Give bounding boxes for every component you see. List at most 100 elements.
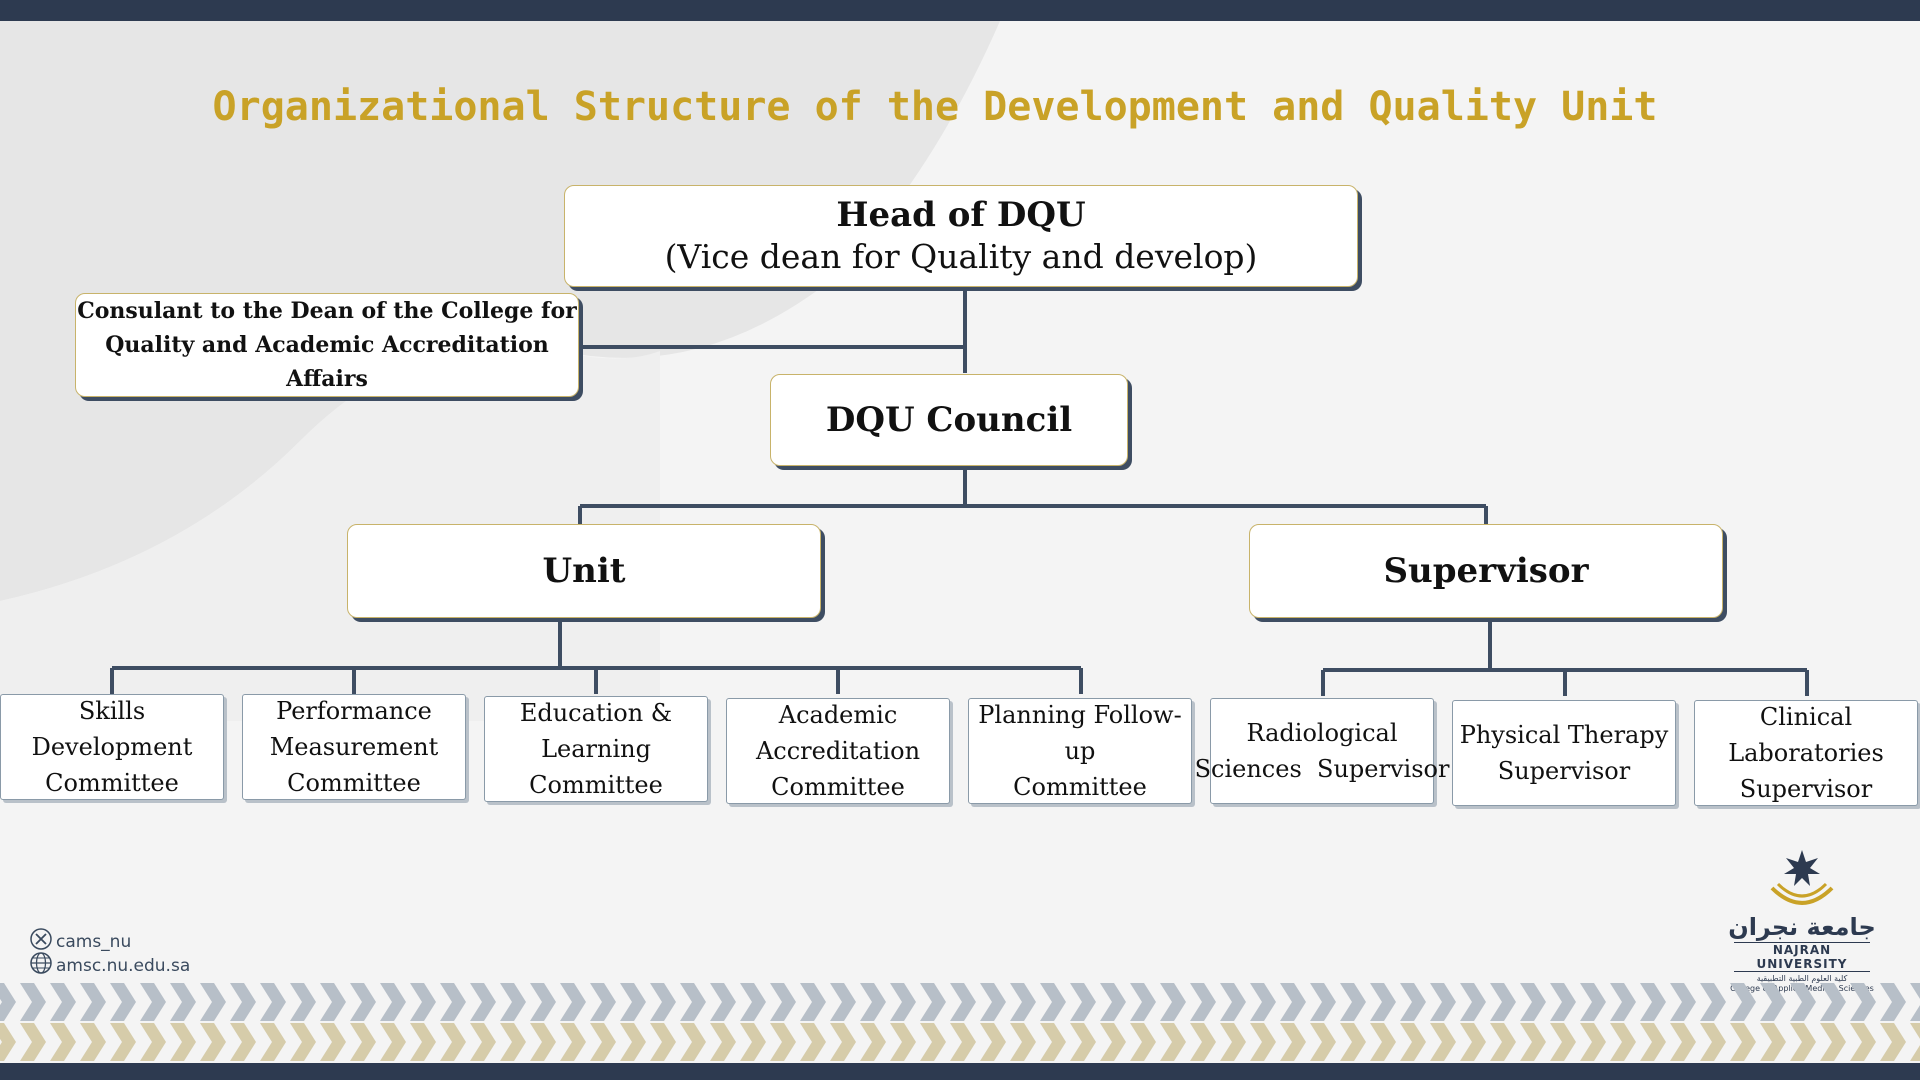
chevron — [410, 1023, 436, 1061]
chevron — [1370, 1023, 1396, 1061]
committee-line: Education & — [519, 699, 673, 727]
chevron — [1910, 1023, 1920, 1061]
chevron — [770, 983, 796, 1021]
chevron — [1850, 983, 1876, 1021]
chevron — [110, 1023, 136, 1061]
chevron — [230, 1023, 256, 1061]
chevron — [620, 983, 646, 1021]
supervisor-line: Laboratories — [1728, 739, 1884, 767]
website-link[interactable]: amsc.nu.edu.sa — [56, 955, 191, 976]
supervisor-line: Physical Therapy — [1459, 721, 1669, 749]
chevron — [290, 1023, 316, 1061]
chevron — [1880, 1023, 1906, 1061]
chevron — [170, 1023, 196, 1061]
chevron — [440, 1023, 466, 1061]
chevron — [1490, 1023, 1516, 1061]
chevron — [500, 1023, 526, 1061]
chevron — [1550, 1023, 1576, 1061]
chevron — [0, 1023, 16, 1061]
supervisor-line: Supervisor — [1497, 757, 1631, 785]
chevron — [1430, 983, 1456, 1021]
chevron — [1010, 1023, 1036, 1061]
committee-line: Committee — [529, 771, 663, 799]
committee-line: Academic — [778, 701, 898, 729]
chevron — [800, 983, 826, 1021]
globe-icon — [30, 952, 52, 979]
chevron — [650, 983, 676, 1021]
chevron — [770, 1023, 796, 1061]
chevron — [1370, 983, 1396, 1021]
chevron — [1640, 983, 1666, 1021]
chevron — [1580, 1023, 1606, 1061]
chevron — [1700, 983, 1726, 1021]
chevron — [260, 1023, 286, 1061]
x-logo-icon — [30, 928, 52, 955]
chevron — [980, 983, 1006, 1021]
chevron — [1250, 1023, 1276, 1061]
committee-line: Performance — [276, 697, 432, 725]
chevron — [1760, 983, 1786, 1021]
chevron — [530, 983, 556, 1021]
chevron — [260, 983, 286, 1021]
chevron — [980, 1023, 1006, 1061]
committee-performance-measurement: Performance Measurement Committee — [242, 694, 466, 800]
chevron — [800, 1023, 826, 1061]
chevron — [1610, 1023, 1636, 1061]
chevron — [1520, 1023, 1546, 1061]
website-row[interactable]: amsc.nu.edu.sa — [30, 952, 190, 979]
chevron — [1340, 1023, 1366, 1061]
chevron — [1340, 983, 1366, 1021]
chevron — [1910, 983, 1920, 1021]
chevron — [1580, 983, 1606, 1021]
chevron — [860, 983, 886, 1021]
chevron — [1310, 1023, 1336, 1061]
chevron — [1100, 1023, 1126, 1061]
bottom-bar — [0, 1063, 1920, 1080]
chevron — [650, 1023, 676, 1061]
chevron — [950, 1023, 976, 1061]
social-handle[interactable]: cams_nu — [56, 931, 132, 952]
chevron — [320, 1023, 346, 1061]
unit-label: Unit — [542, 551, 626, 591]
chevron — [1790, 983, 1816, 1021]
chevron — [1730, 983, 1756, 1021]
chevron — [1400, 983, 1426, 1021]
head-subtitle: (Vice dean for Quality and develop) — [664, 237, 1258, 276]
chevron — [1670, 983, 1696, 1021]
chevron — [920, 1023, 946, 1061]
committee-education-learning: Education & Learning Committee — [484, 696, 708, 802]
chevron — [1130, 983, 1156, 1021]
social-handle-row[interactable]: cams_nu — [30, 928, 131, 955]
chevron — [590, 1023, 616, 1061]
chevron — [50, 1023, 76, 1061]
chevron — [860, 1023, 886, 1061]
chevron — [1100, 983, 1126, 1021]
chevron — [1130, 1023, 1156, 1061]
page-title: Organizational Structure of the Developm… — [212, 84, 1658, 130]
chevron — [710, 1023, 736, 1061]
chevron — [140, 1023, 166, 1061]
chevron — [1640, 1023, 1666, 1061]
chevron — [1220, 983, 1246, 1021]
logo-arabic-college: كلية العلوم الطبية التطبيقية — [1756, 974, 1848, 983]
chevron — [1010, 983, 1036, 1021]
chevron-band — [0, 983, 1920, 1061]
chevron — [110, 983, 136, 1021]
chevron — [1550, 983, 1576, 1021]
chevron — [1070, 1023, 1096, 1061]
chevron — [1280, 983, 1306, 1021]
chevron — [1040, 983, 1066, 1021]
chevron — [290, 983, 316, 1021]
chevron — [380, 1023, 406, 1061]
chevron — [1610, 983, 1636, 1021]
chevron — [560, 1023, 586, 1061]
committee-line: Learning — [541, 735, 651, 763]
star-emblem-icon — [1770, 850, 1834, 905]
chevron — [0, 983, 16, 1021]
supervisor-radiological-sciences: Radiological Sciences Supervisor — [1195, 698, 1449, 804]
unit-box: Unit — [347, 524, 821, 618]
committee-line: Committee — [45, 769, 179, 797]
chevron — [1040, 1023, 1066, 1061]
supervisor-line: Supervisor — [1739, 775, 1873, 803]
